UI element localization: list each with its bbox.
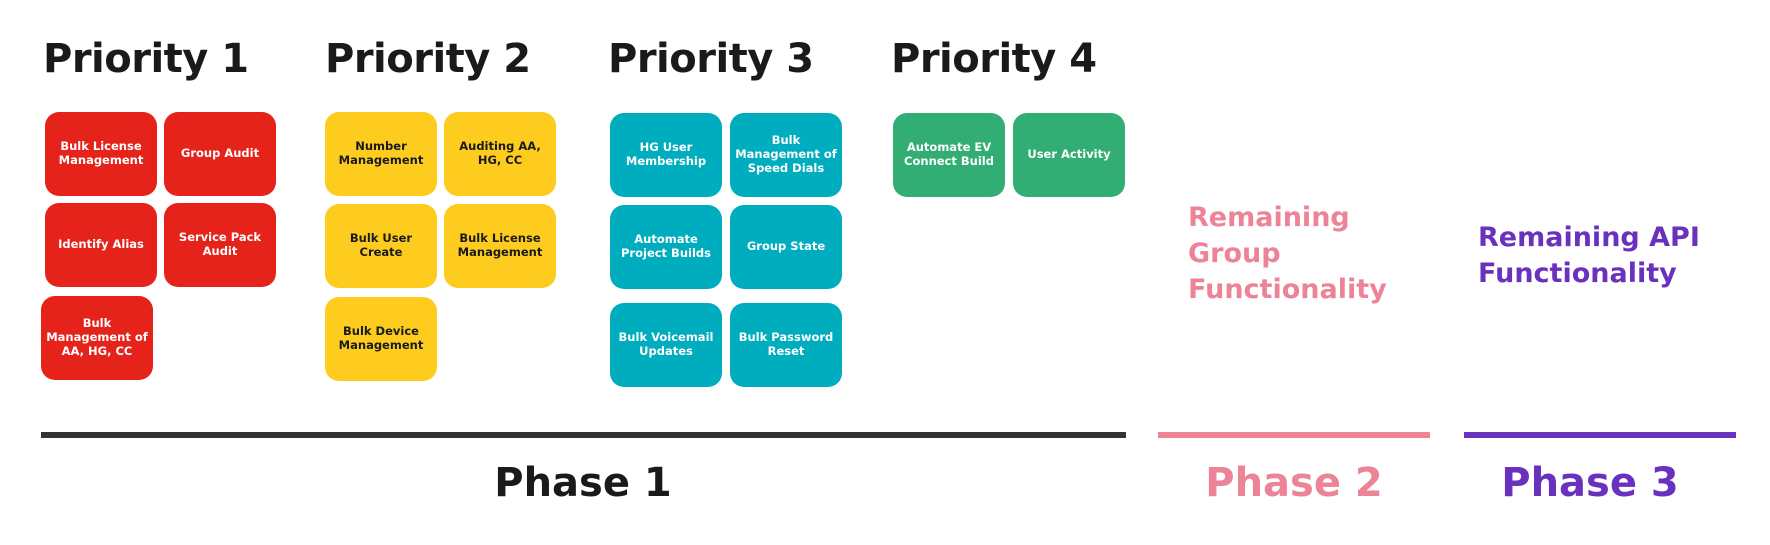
phase-2-label: Phase 2 bbox=[1205, 460, 1383, 506]
card-hg-user-membership: HG User Membership bbox=[610, 113, 722, 197]
priority-4-heading: Priority 4 bbox=[891, 36, 1097, 82]
priority-3-heading: Priority 3 bbox=[608, 36, 814, 82]
card-group-state: Group State bbox=[730, 205, 842, 289]
card-bulk-password-reset: Bulk Password Reset bbox=[730, 303, 842, 387]
card-automate-project-builds: Automate Project Builds bbox=[610, 205, 722, 289]
card-number-management: Number Management bbox=[325, 112, 437, 196]
card-bulk-license-management: Bulk License Management bbox=[45, 112, 157, 196]
card-identify-alias: Identify Alias bbox=[45, 203, 157, 287]
remaining-api-functionality-label: Remaining API Functionality bbox=[1478, 222, 1700, 289]
card-bulk-device-management: Bulk Device Management bbox=[325, 297, 437, 381]
phase-3-bar bbox=[1464, 432, 1736, 438]
card-bulk-management-aa-hg-cc: Bulk Management of AA, HG, CC bbox=[41, 296, 153, 380]
card-bulk-license-management-p2: Bulk License Management bbox=[444, 204, 556, 288]
card-auditing-aa-hg-cc: Auditing AA, HG, CC bbox=[444, 112, 556, 196]
phase-3-label: Phase 3 bbox=[1501, 460, 1679, 506]
card-automate-ev-connect-build: Automate EV Connect Build bbox=[893, 113, 1005, 197]
remaining-group-functionality-label: Remaining Group Functionality bbox=[1188, 202, 1387, 305]
card-user-activity: User Activity bbox=[1013, 113, 1125, 197]
phase-2-bar bbox=[1158, 432, 1430, 438]
card-bulk-voicemail-updates: Bulk Voicemail Updates bbox=[610, 303, 722, 387]
card-bulk-management-speed-dials: Bulk Management of Speed Dials bbox=[730, 113, 842, 197]
priority-2-heading: Priority 2 bbox=[325, 36, 531, 82]
priority-1-heading: Priority 1 bbox=[43, 36, 249, 82]
card-bulk-user-create: Bulk User Create bbox=[325, 204, 437, 288]
phase-1-label: Phase 1 bbox=[494, 460, 672, 506]
card-group-audit: Group Audit bbox=[164, 112, 276, 196]
phase-1-bar bbox=[41, 432, 1126, 438]
card-service-pack-audit: Service Pack Audit bbox=[164, 203, 276, 287]
